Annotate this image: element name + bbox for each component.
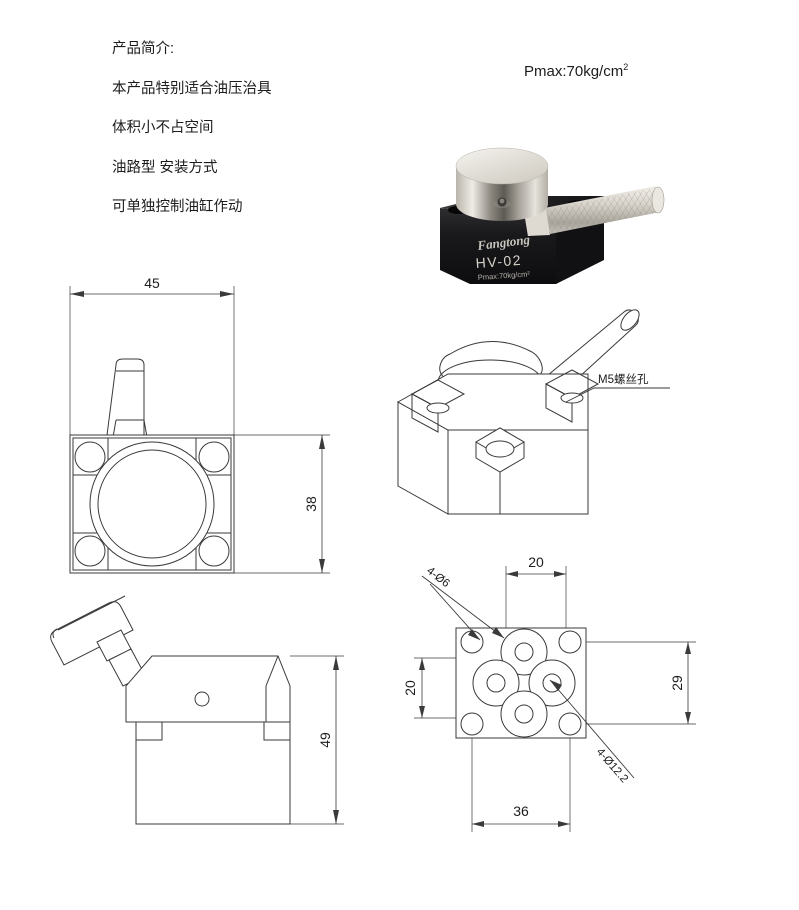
intro-line-1: 本产品特别适合油压治具 [112,80,272,97]
pmax-caption-superscript: 2 [623,62,629,72]
dimension-width-45: 45 [69,275,235,444]
annotation-m5-label: M5螺丝孔 [598,373,649,386]
dim-label-45: 45 [144,275,160,291]
dimension-height-49: 49 [290,655,344,825]
bottom-view-drawing: 20 20 [400,548,730,848]
intro-line-title: 产品简介: [112,41,175,57]
top-view-body [69,434,235,574]
top-view-handle [105,358,149,444]
dim-label-left-20: 20 [402,680,418,696]
dim-label-38: 38 [303,496,319,512]
intro-line-2: 体积小不占空间 [112,120,214,136]
side-view-lower-body [135,721,291,825]
dim-label-top-20: 20 [528,554,544,570]
dimension-bottom-36: 36 [471,738,571,832]
annotation-m5-screw-hole: M5螺丝孔 [565,373,670,403]
dimension-height-38: 38 [234,434,330,574]
dim-label-49: 49 [317,732,333,748]
dimension-right-29: 29 [586,641,696,725]
photo-model-label: HV-02 [475,252,522,271]
intro-line-4: 可单独控制油缸作动 [112,199,243,215]
dimension-top-20: 20 [505,554,567,690]
photo-brand-label: Fangtong [476,232,532,253]
dim-label-bottom-36: 36 [513,803,529,819]
top-view-drawing: 45 [40,272,370,582]
product-photo: Fangtong HV-02 Pmax:70kg/cm² [428,100,668,284]
side-view-drawing: 49 [40,595,370,835]
product-intro-block: 产品简介: 本产品特别适合油压治具 体积小不占空间 油路型 安装方式 可单独控制… [112,42,412,240]
dim-label-right-29: 29 [669,675,685,691]
photo-rotary-cap [455,147,549,221]
pmax-caption: Pmax:70kg/cm2 [524,62,628,80]
bottom-view-plate [455,627,587,739]
isometric-view-drawing: M5螺丝孔 [380,290,680,515]
pmax-caption-text: Pmax:70kg/cm [524,63,624,80]
side-view-upper-body [125,655,291,723]
photo-lever-handle [524,186,665,236]
iso-valve-body [396,369,600,515]
intro-line-3: 油路型 安装方式 [112,159,218,176]
side-view-handle [50,595,146,687]
photo-rating-label: Pmax:70kg/cm² [478,269,531,282]
photo-label-group: Fangtong HV-02 Pmax:70kg/cm² [475,232,531,282]
annotation-4-d6-label: 4-Ø6 [424,565,452,590]
